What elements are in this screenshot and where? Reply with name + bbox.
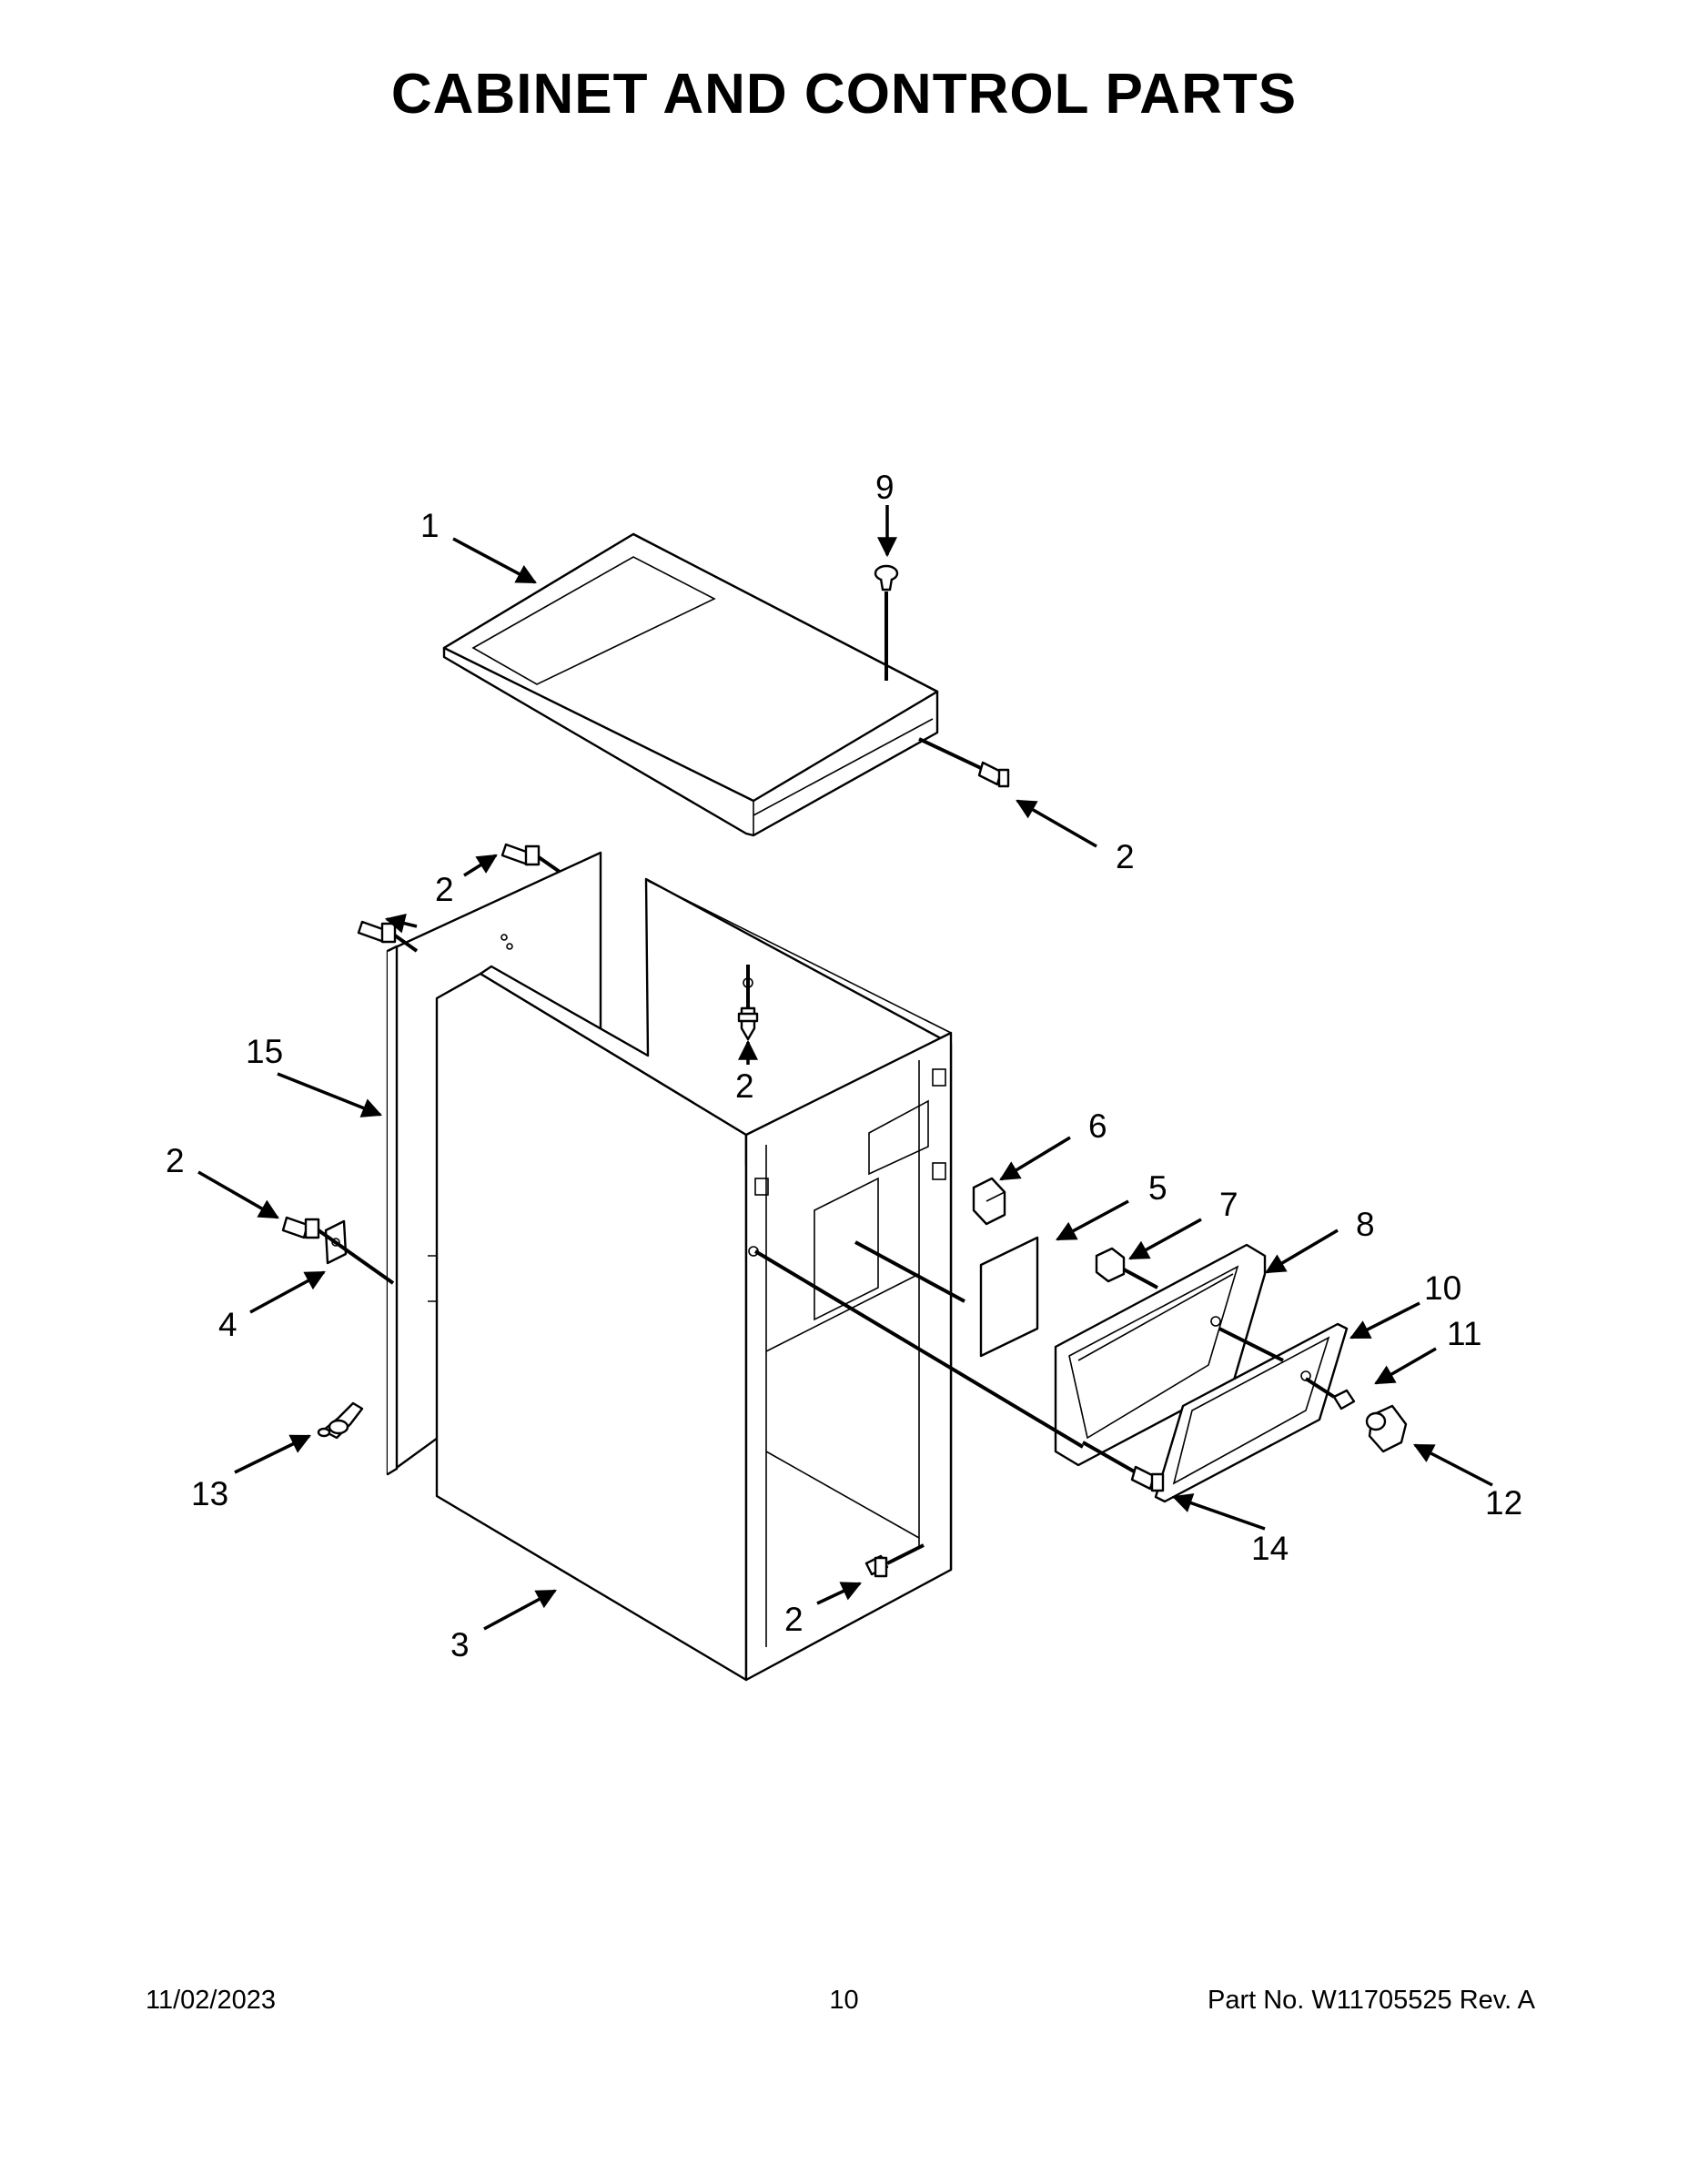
callout-2: 2 xyxy=(435,871,454,908)
callout-9: 9 xyxy=(875,469,895,506)
bracket-part xyxy=(281,1216,395,1285)
connector-part xyxy=(1095,1247,1158,1289)
callout-4: 4 xyxy=(218,1306,238,1343)
callout-2: 2 xyxy=(735,1067,754,1105)
plug-part xyxy=(874,564,899,681)
callout-15: 15 xyxy=(246,1033,283,1070)
callout-7: 7 xyxy=(1219,1186,1238,1223)
cabinet-part xyxy=(428,877,953,1682)
callout-10: 10 xyxy=(1424,1269,1461,1307)
callout-13: 13 xyxy=(191,1475,228,1512)
console-part xyxy=(753,1243,1267,1467)
callout-2: 2 xyxy=(784,1601,804,1638)
callout-labels: 1 9 2 2 2 15 2 4 13 3 2 6 5 7 8 10 11 12… xyxy=(166,469,1522,1663)
callout-8: 8 xyxy=(1356,1206,1375,1243)
screw-part xyxy=(864,1543,925,1578)
callout-2: 2 xyxy=(166,1142,185,1179)
screw-part xyxy=(737,965,759,1041)
footer-date: 11/02/2023 xyxy=(146,1986,276,2015)
switch-part xyxy=(972,1177,1006,1226)
footer-part-number: Part No. W11705525 Rev. A xyxy=(1207,1986,1535,2015)
page-title: CABINET AND CONTROL PARTS xyxy=(390,63,1298,126)
leader-arrows xyxy=(197,505,1493,1631)
overlay-part xyxy=(1154,1322,1349,1503)
screw-part xyxy=(1082,1441,1165,1492)
screw-part xyxy=(918,737,1010,788)
cover-plate-part xyxy=(854,1236,1039,1358)
callout-14: 14 xyxy=(1251,1530,1289,1567)
screw-part xyxy=(357,920,419,953)
footer-page-number: 10 xyxy=(829,1986,859,2015)
callout-2: 2 xyxy=(1116,838,1135,875)
leveler-part xyxy=(317,1401,364,1440)
callout-1: 1 xyxy=(420,507,440,544)
callout-3: 3 xyxy=(450,1626,470,1663)
callout-6: 6 xyxy=(1088,1107,1107,1145)
callout-5: 5 xyxy=(1148,1169,1167,1207)
knob-part xyxy=(1304,1377,1408,1453)
callout-11: 11 xyxy=(1447,1315,1481,1352)
top-panel-part xyxy=(442,532,939,837)
screw-part xyxy=(500,843,561,874)
callout-12: 12 xyxy=(1485,1484,1522,1522)
